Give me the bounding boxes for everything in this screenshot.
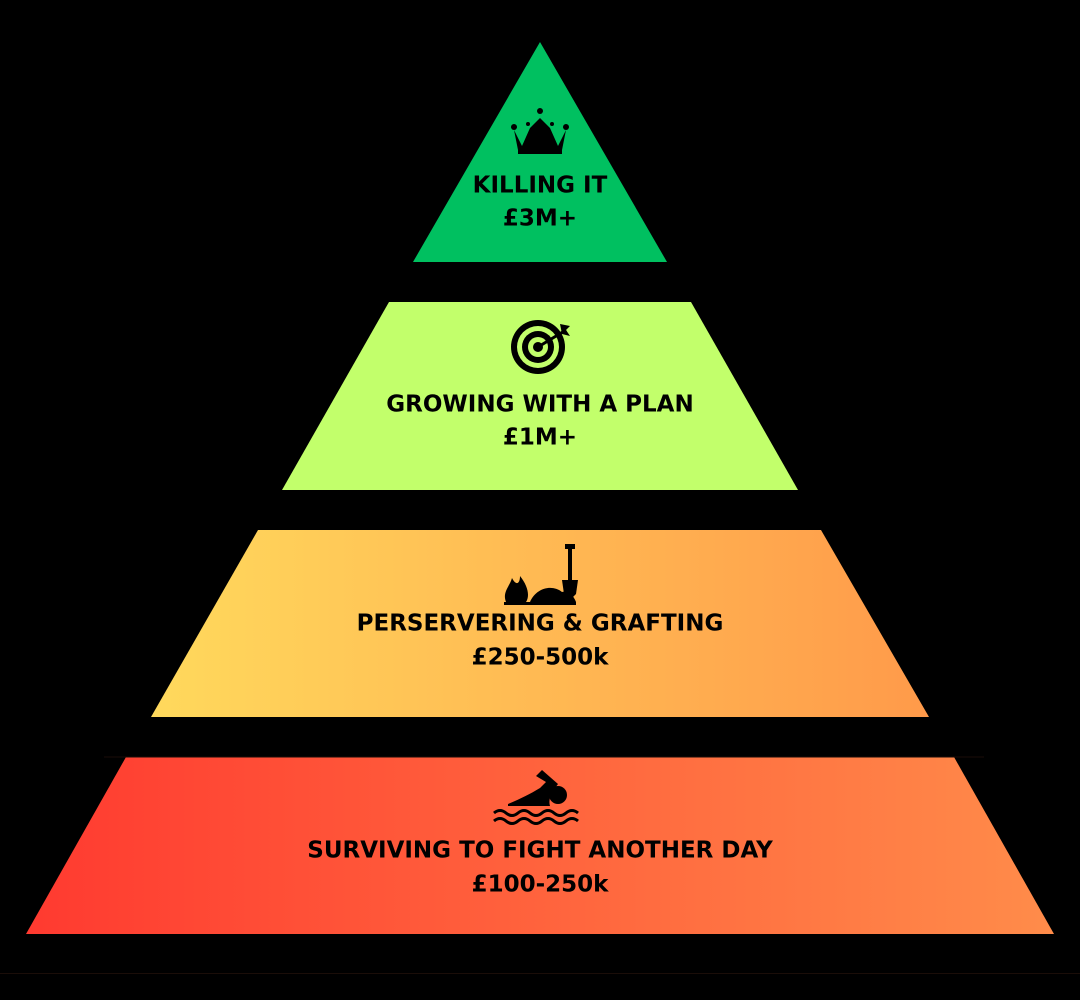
tier-growing-value: £1M+ bbox=[503, 425, 577, 451]
tier-surviving: SURVIVING TO FIGHT ANOTHER DAY £100-250k bbox=[26, 756, 1054, 934]
tier-killing-it-value: £3M+ bbox=[503, 206, 577, 232]
tier-surviving-title: SURVIVING TO FIGHT ANOTHER DAY bbox=[307, 838, 773, 864]
tier-perservering-title: PERSERVERING & GRAFTING bbox=[357, 611, 724, 637]
tier-surviving-value: £100-250k bbox=[472, 872, 610, 898]
tier-killing-it: KILLING IT £3M+ bbox=[413, 42, 667, 262]
tier-growing-title: GROWING WITH A PLAN bbox=[386, 392, 693, 418]
target-icon bbox=[511, 320, 570, 374]
bottom-divider bbox=[0, 973, 1080, 974]
swimmer-icon bbox=[493, 770, 579, 825]
crown-icon bbox=[511, 108, 569, 154]
tier-perservering: PERSERVERING & GRAFTING £250-500k bbox=[151, 530, 929, 717]
tier-growing-shape bbox=[282, 302, 798, 490]
shovel-fire-icon bbox=[504, 544, 578, 605]
tier-perservering-shape bbox=[151, 530, 929, 717]
tier-perservering-value: £250-500k bbox=[472, 645, 610, 671]
tier-killing-it-title: KILLING IT bbox=[473, 173, 608, 199]
tier-growing: GROWING WITH A PLAN £1M+ bbox=[282, 302, 798, 490]
tier-surviving-shape bbox=[26, 757, 1054, 934]
